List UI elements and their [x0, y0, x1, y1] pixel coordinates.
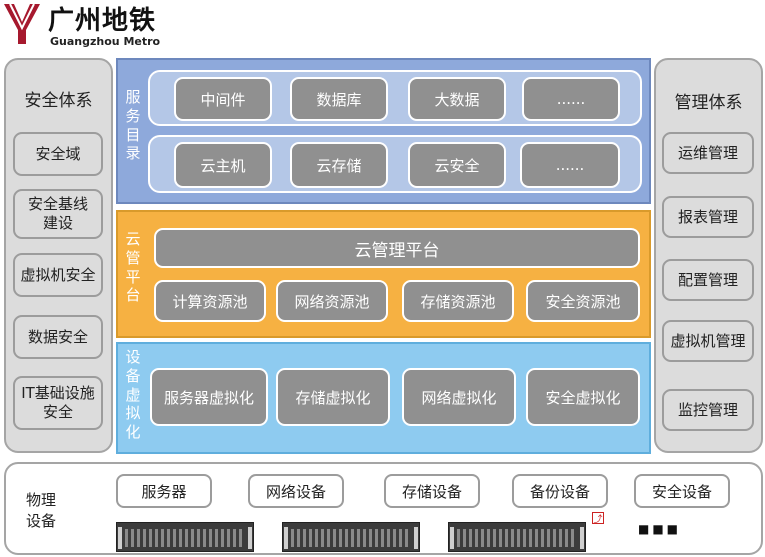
- cloud-management-platform[interactable]: 云管理平台: [154, 228, 640, 268]
- security-item-baseline[interactable]: 安全基线建设: [13, 189, 103, 239]
- pool-network[interactable]: 网络资源池: [276, 280, 388, 322]
- guangzhou-metro-logo-icon: [4, 3, 40, 44]
- service-cloud-security[interactable]: 云安全: [408, 142, 506, 188]
- service-catalog-row-2: 云主机 云存储 云安全 ......: [148, 135, 642, 193]
- device-network[interactable]: 网络设备: [248, 474, 344, 508]
- virtualization-network[interactable]: 网络虚拟化: [402, 368, 516, 426]
- server-rack-image-1: [116, 522, 254, 552]
- service-more-1[interactable]: ......: [522, 77, 620, 121]
- management-item-operations[interactable]: 运维管理: [662, 132, 754, 174]
- service-middleware[interactable]: 中间件: [174, 77, 272, 121]
- security-item-domain[interactable]: 安全域: [13, 132, 103, 176]
- device-server[interactable]: 服务器: [116, 474, 212, 508]
- management-item-configuration[interactable]: 配置管理: [662, 259, 754, 301]
- service-cloud-storage[interactable]: 云存储: [290, 142, 388, 188]
- physical-devices-panel: 物理设备 服务器 网络设备 存储设备 备份设备 安全设备 ⤴ ■■■: [4, 462, 763, 555]
- service-catalog-row-1: 中间件 数据库 大数据 ......: [148, 70, 642, 126]
- device-backup[interactable]: 备份设备: [512, 474, 608, 508]
- virtualization-security[interactable]: 安全虚拟化: [526, 368, 640, 426]
- device-virtualization-panel: 设备虚拟化 服务器虚拟化 存储虚拟化 网络虚拟化 安全虚拟化: [116, 342, 651, 454]
- pool-security[interactable]: 安全资源池: [526, 280, 640, 322]
- server-rack-image-3: [448, 522, 586, 552]
- logo-chinese-name: 广州地铁: [48, 6, 157, 36]
- management-item-vm[interactable]: 虚拟机管理: [662, 320, 754, 362]
- management-item-monitoring[interactable]: 监控管理: [662, 389, 754, 431]
- management-system-title: 管理体系: [674, 92, 743, 113]
- service-cloud-host[interactable]: 云主机: [174, 142, 272, 188]
- device-security[interactable]: 安全设备: [634, 474, 730, 508]
- security-item-vm[interactable]: 虚拟机安全: [13, 253, 103, 297]
- logo-english-name: Guangzhou Metro: [50, 35, 161, 48]
- security-system-title: 安全体系: [24, 90, 93, 111]
- device-storage[interactable]: 存储设备: [384, 474, 480, 508]
- service-more-2[interactable]: ......: [520, 142, 620, 188]
- physical-devices-title: 物理设备: [26, 491, 57, 530]
- pdf-icon: ⤴: [592, 512, 604, 525]
- service-database[interactable]: 数据库: [290, 77, 388, 121]
- service-big-data[interactable]: 大数据: [408, 77, 506, 121]
- server-rack-image-2: [282, 522, 420, 552]
- management-item-reports[interactable]: 报表管理: [662, 196, 754, 238]
- virtualization-storage[interactable]: 存储虚拟化: [276, 368, 390, 426]
- cloud-management-platform-panel: 云管平台 云管理平台 计算资源池 网络资源池 存储资源池 安全资源池: [116, 210, 651, 338]
- virtualization-server[interactable]: 服务器虚拟化: [150, 368, 268, 426]
- service-catalog-title: 服务目录: [125, 88, 141, 163]
- management-system-panel: 管理体系 运维管理 报表管理 配置管理 虚拟机管理 监控管理: [654, 58, 763, 453]
- service-catalog-panel: 服务目录 中间件 数据库 大数据 ...... 云主机 云存储 云安全 ....…: [116, 58, 651, 204]
- security-item-infrastructure[interactable]: IT基础设施安全: [13, 376, 103, 430]
- pool-storage[interactable]: 存储资源池: [402, 280, 514, 322]
- device-virtualization-title: 设备虚拟化: [125, 348, 141, 441]
- pool-compute[interactable]: 计算资源池: [154, 280, 266, 322]
- security-system-panel: 安全体系 安全域 安全基线建设 虚拟机安全 数据安全 IT基础设施安全: [4, 58, 113, 453]
- more-devices-indicator: ■■■: [638, 522, 682, 536]
- security-item-data[interactable]: 数据安全: [13, 315, 103, 359]
- cloud-management-title: 云管平台: [125, 230, 141, 305]
